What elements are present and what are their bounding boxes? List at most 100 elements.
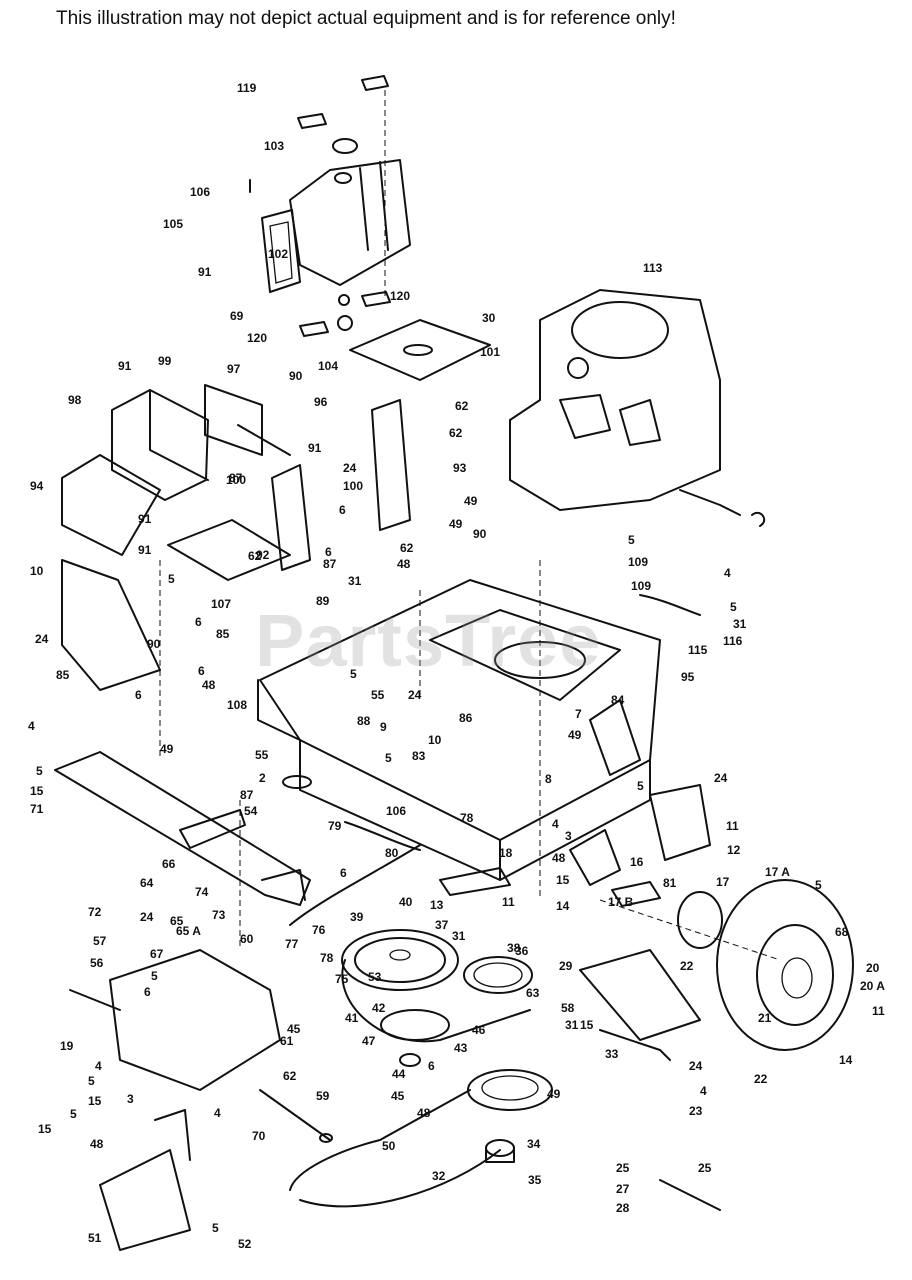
part-callout: 98	[68, 393, 82, 407]
part-callout: 21	[758, 1011, 772, 1025]
part-callout: 36	[515, 944, 529, 958]
part-callout: 62	[400, 541, 414, 555]
part-callout: 5	[212, 1221, 219, 1235]
part-callout: 48	[90, 1137, 104, 1151]
part-callout: 116	[723, 634, 743, 648]
part-callout: 70	[252, 1129, 266, 1143]
part-callout: 5	[730, 600, 737, 614]
part-callout: 90	[147, 637, 161, 651]
part-callout: 61	[280, 1034, 294, 1048]
part-callout: 35	[528, 1173, 542, 1187]
part-callout: 23	[689, 1104, 703, 1118]
part-callout: 89	[316, 594, 330, 608]
part-callout: 10	[428, 733, 442, 747]
part-callout: 48	[202, 678, 216, 692]
part-callout: 91	[198, 265, 212, 279]
part-callout: 24	[35, 632, 49, 646]
part-callout: 109	[628, 555, 648, 569]
part-callout: 20	[866, 961, 880, 975]
part-callout: 13	[430, 898, 444, 912]
part-callout: 2	[259, 771, 266, 785]
part-callout: 15	[556, 873, 570, 887]
part-callout: 106	[386, 804, 406, 818]
part-callout: 31	[348, 574, 362, 588]
part-callout: 22	[754, 1072, 768, 1086]
part-callout: 49	[568, 728, 582, 742]
part-callout: 93	[453, 461, 467, 475]
part-callout: 62	[283, 1069, 297, 1083]
part-callout: 78	[320, 951, 334, 965]
part-callout: 22	[680, 959, 694, 973]
part-callout: 4	[95, 1059, 102, 1073]
part-callout: 53	[368, 970, 382, 984]
part-callout: 101	[480, 345, 500, 359]
part-callout: 49	[547, 1087, 561, 1101]
part-callout: 41	[345, 1011, 359, 1025]
part-callout: 5	[168, 572, 175, 586]
part-callout: 69	[230, 309, 244, 323]
part-callout: 120	[390, 289, 410, 303]
part-callout: 52	[238, 1237, 252, 1251]
part-callout: 32	[432, 1169, 446, 1183]
part-callout: 87	[229, 471, 243, 485]
assembly-guides	[159, 90, 781, 961]
part-callout: 16	[630, 855, 644, 869]
part-callout: 15	[88, 1094, 102, 1108]
part-callout: 100	[343, 479, 363, 493]
part-callout: 87	[323, 557, 337, 571]
part-callout: 57	[93, 934, 107, 948]
part-callout: 84	[611, 693, 625, 707]
part-callout: 4	[28, 719, 35, 733]
part-callout: 85	[216, 627, 230, 641]
part-callout: 31	[565, 1018, 579, 1032]
part-callout: 24	[408, 688, 422, 702]
part-callout: 10	[30, 564, 44, 578]
part-callout: 92	[256, 548, 270, 562]
part-callout: 103	[264, 139, 284, 153]
part-callout: 28	[616, 1201, 630, 1215]
part-callout: 44	[392, 1067, 406, 1081]
part-callout: 104	[318, 359, 338, 373]
part-callout: 40	[399, 895, 413, 909]
part-callout: 77	[285, 937, 299, 951]
part-callout: 120	[247, 331, 267, 345]
part-callout: 5	[628, 533, 635, 547]
part-callout: 17	[716, 875, 730, 889]
part-callout: 75	[335, 972, 349, 986]
part-callout: 73	[212, 908, 226, 922]
part-callout: 4	[724, 566, 731, 580]
part-callout: 95	[681, 670, 695, 684]
part-callout: 119	[237, 81, 257, 95]
part-callout: 62	[455, 399, 469, 413]
part-callout: 55	[255, 748, 269, 762]
part-callout: 94	[30, 479, 44, 493]
part-callout: 30	[482, 311, 496, 325]
part-callout: 58	[561, 1001, 575, 1015]
part-callout: 5	[385, 751, 392, 765]
part-callout: 11	[872, 1004, 885, 1018]
part-callout: 33	[605, 1047, 619, 1061]
callout-labels: 1191031061059110269120120104301011139991…	[28, 81, 885, 1251]
part-callout: 55	[371, 688, 385, 702]
part-callout: 59	[316, 1089, 330, 1103]
part-callout: 54	[244, 804, 258, 818]
part-callout: 3	[127, 1092, 134, 1106]
part-callout: 74	[195, 885, 209, 899]
part-callout: 5	[88, 1074, 95, 1088]
part-callout: 5	[151, 969, 158, 983]
part-callout: 79	[328, 819, 342, 833]
part-callout: 11	[502, 895, 515, 909]
part-callout: 12	[727, 843, 741, 857]
part-callout: 5	[70, 1107, 77, 1121]
part-callout: 109	[631, 579, 651, 593]
part-callout: 38	[507, 941, 521, 955]
rear-frame-bracket	[439, 594, 711, 1061]
part-callout: 86	[459, 711, 473, 725]
part-callout: 5	[815, 878, 822, 892]
part-callout: 90	[473, 527, 487, 541]
part-callout: 100	[226, 473, 246, 487]
part-callout: 51	[88, 1231, 102, 1245]
part-callout: 46	[472, 1023, 486, 1037]
part-callout: 113	[643, 261, 663, 275]
